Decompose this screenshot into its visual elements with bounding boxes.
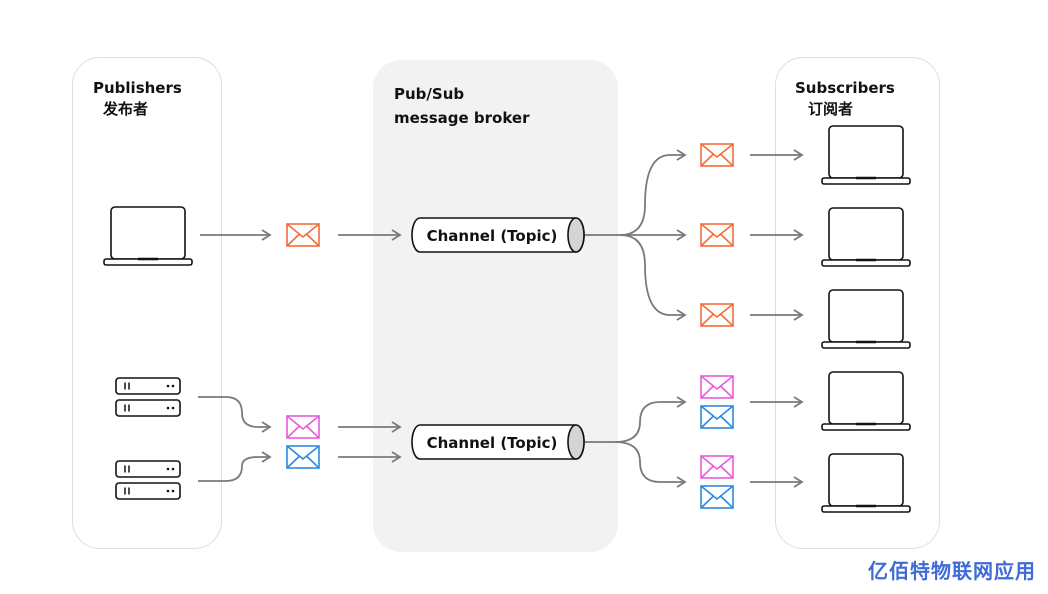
message-envelope-icon (700, 223, 734, 247)
message-envelope-icon (700, 485, 734, 509)
publisher-server-icon-1 (115, 377, 181, 417)
subscriber-laptop-icon (820, 288, 912, 350)
arrow-server2-to-message (198, 451, 272, 482)
channel-label-2: Channel (Topic) (427, 434, 558, 452)
broker-panel (373, 60, 618, 552)
message-envelope-icon (700, 143, 734, 167)
arrow-channel2-to-sub4 (585, 396, 687, 443)
channel-topic-2: Channel (Topic) (411, 424, 585, 460)
message-envelope-icon (700, 405, 734, 429)
subscriber-laptop-icon (820, 206, 912, 268)
publisher-server-icon-2 (115, 460, 181, 500)
channel-label-1: Channel (Topic) (427, 227, 558, 245)
message-envelope-icon (700, 375, 734, 399)
publishers-subtitle: 发布者 (103, 100, 149, 118)
subscriber-laptop-icon (820, 124, 912, 186)
broker-subtitle: message broker (394, 109, 530, 127)
arrow-channel1-to-sub3 (619, 234, 687, 321)
subscriber-laptop-icon (820, 452, 912, 514)
subscribers-title: Subscribers (795, 79, 895, 97)
message-envelope-icon (700, 455, 734, 479)
subscribers-subtitle: 订阅者 (808, 100, 854, 118)
flow-arrows (198, 149, 804, 488)
arrow-server1-to-message (198, 396, 272, 433)
subscriber-laptop-icon (820, 370, 912, 432)
arrow-channel1-to-sub1 (585, 149, 687, 236)
watermark-text: 亿佰特物联网应用 (868, 559, 1036, 583)
broker-title: Pub/Sub (394, 85, 465, 103)
publishers-title: Publishers (93, 79, 182, 97)
message-envelope-icon (700, 303, 734, 327)
arrow-channel2-to-sub5 (614, 441, 687, 488)
message-envelope-icon (286, 223, 320, 247)
publisher-laptop-icon (102, 205, 194, 267)
message-envelope-icon (286, 415, 320, 439)
message-envelope-icon (286, 445, 320, 469)
channel-topic-1: Channel (Topic) (411, 217, 585, 253)
